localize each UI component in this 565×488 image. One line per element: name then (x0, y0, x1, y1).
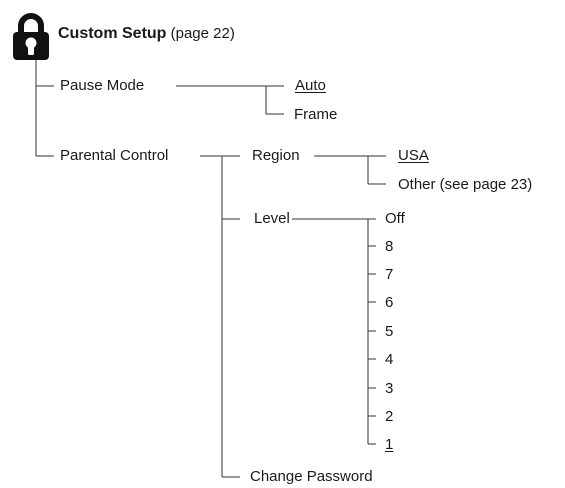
level-option-3: 3 (385, 380, 394, 397)
pause-mode-label: Pause Mode (60, 77, 145, 94)
page-reference: (page 22) (170, 25, 235, 42)
level-label: Level (254, 210, 290, 227)
level-option-4: 4 (385, 351, 394, 368)
region-label: Region (252, 147, 300, 164)
lock-icon (13, 13, 49, 60)
parental-control-label: Parental Control (60, 147, 169, 164)
level-option-2: 2 (385, 408, 394, 425)
level-option-1: 1 (385, 436, 394, 453)
custom-setup-title: Custom Setup (page 22) (58, 25, 235, 43)
level-option-6: 6 (385, 294, 394, 311)
level-option-off: Off (385, 210, 405, 227)
level-option-5: 5 (385, 323, 394, 340)
pause-mode-option-auto: Auto (295, 77, 326, 94)
pause-mode-option-frame: Frame (294, 106, 338, 123)
region-option-other: Other (see page 23) (398, 176, 533, 193)
title-text: Custom Setup (58, 25, 167, 42)
level-option-7: 7 (385, 266, 394, 283)
level-option-8: 8 (385, 238, 394, 255)
change-password-label: Change Password (250, 468, 373, 485)
region-option-usa: USA (398, 147, 429, 164)
